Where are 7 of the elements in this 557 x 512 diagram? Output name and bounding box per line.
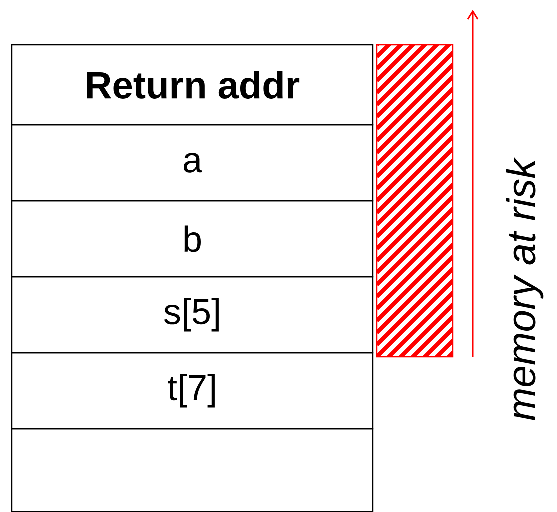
empty-stack-cell: [11, 428, 374, 512]
stack-cell: Return addr: [11, 44, 374, 126]
stack-cell: b: [11, 200, 374, 278]
axis-label: memory at risk: [506, 157, 544, 420]
stack-cell: t[7]: [11, 352, 374, 430]
stack-cell: a: [11, 124, 374, 202]
stack-cell: s[5]: [11, 276, 374, 354]
